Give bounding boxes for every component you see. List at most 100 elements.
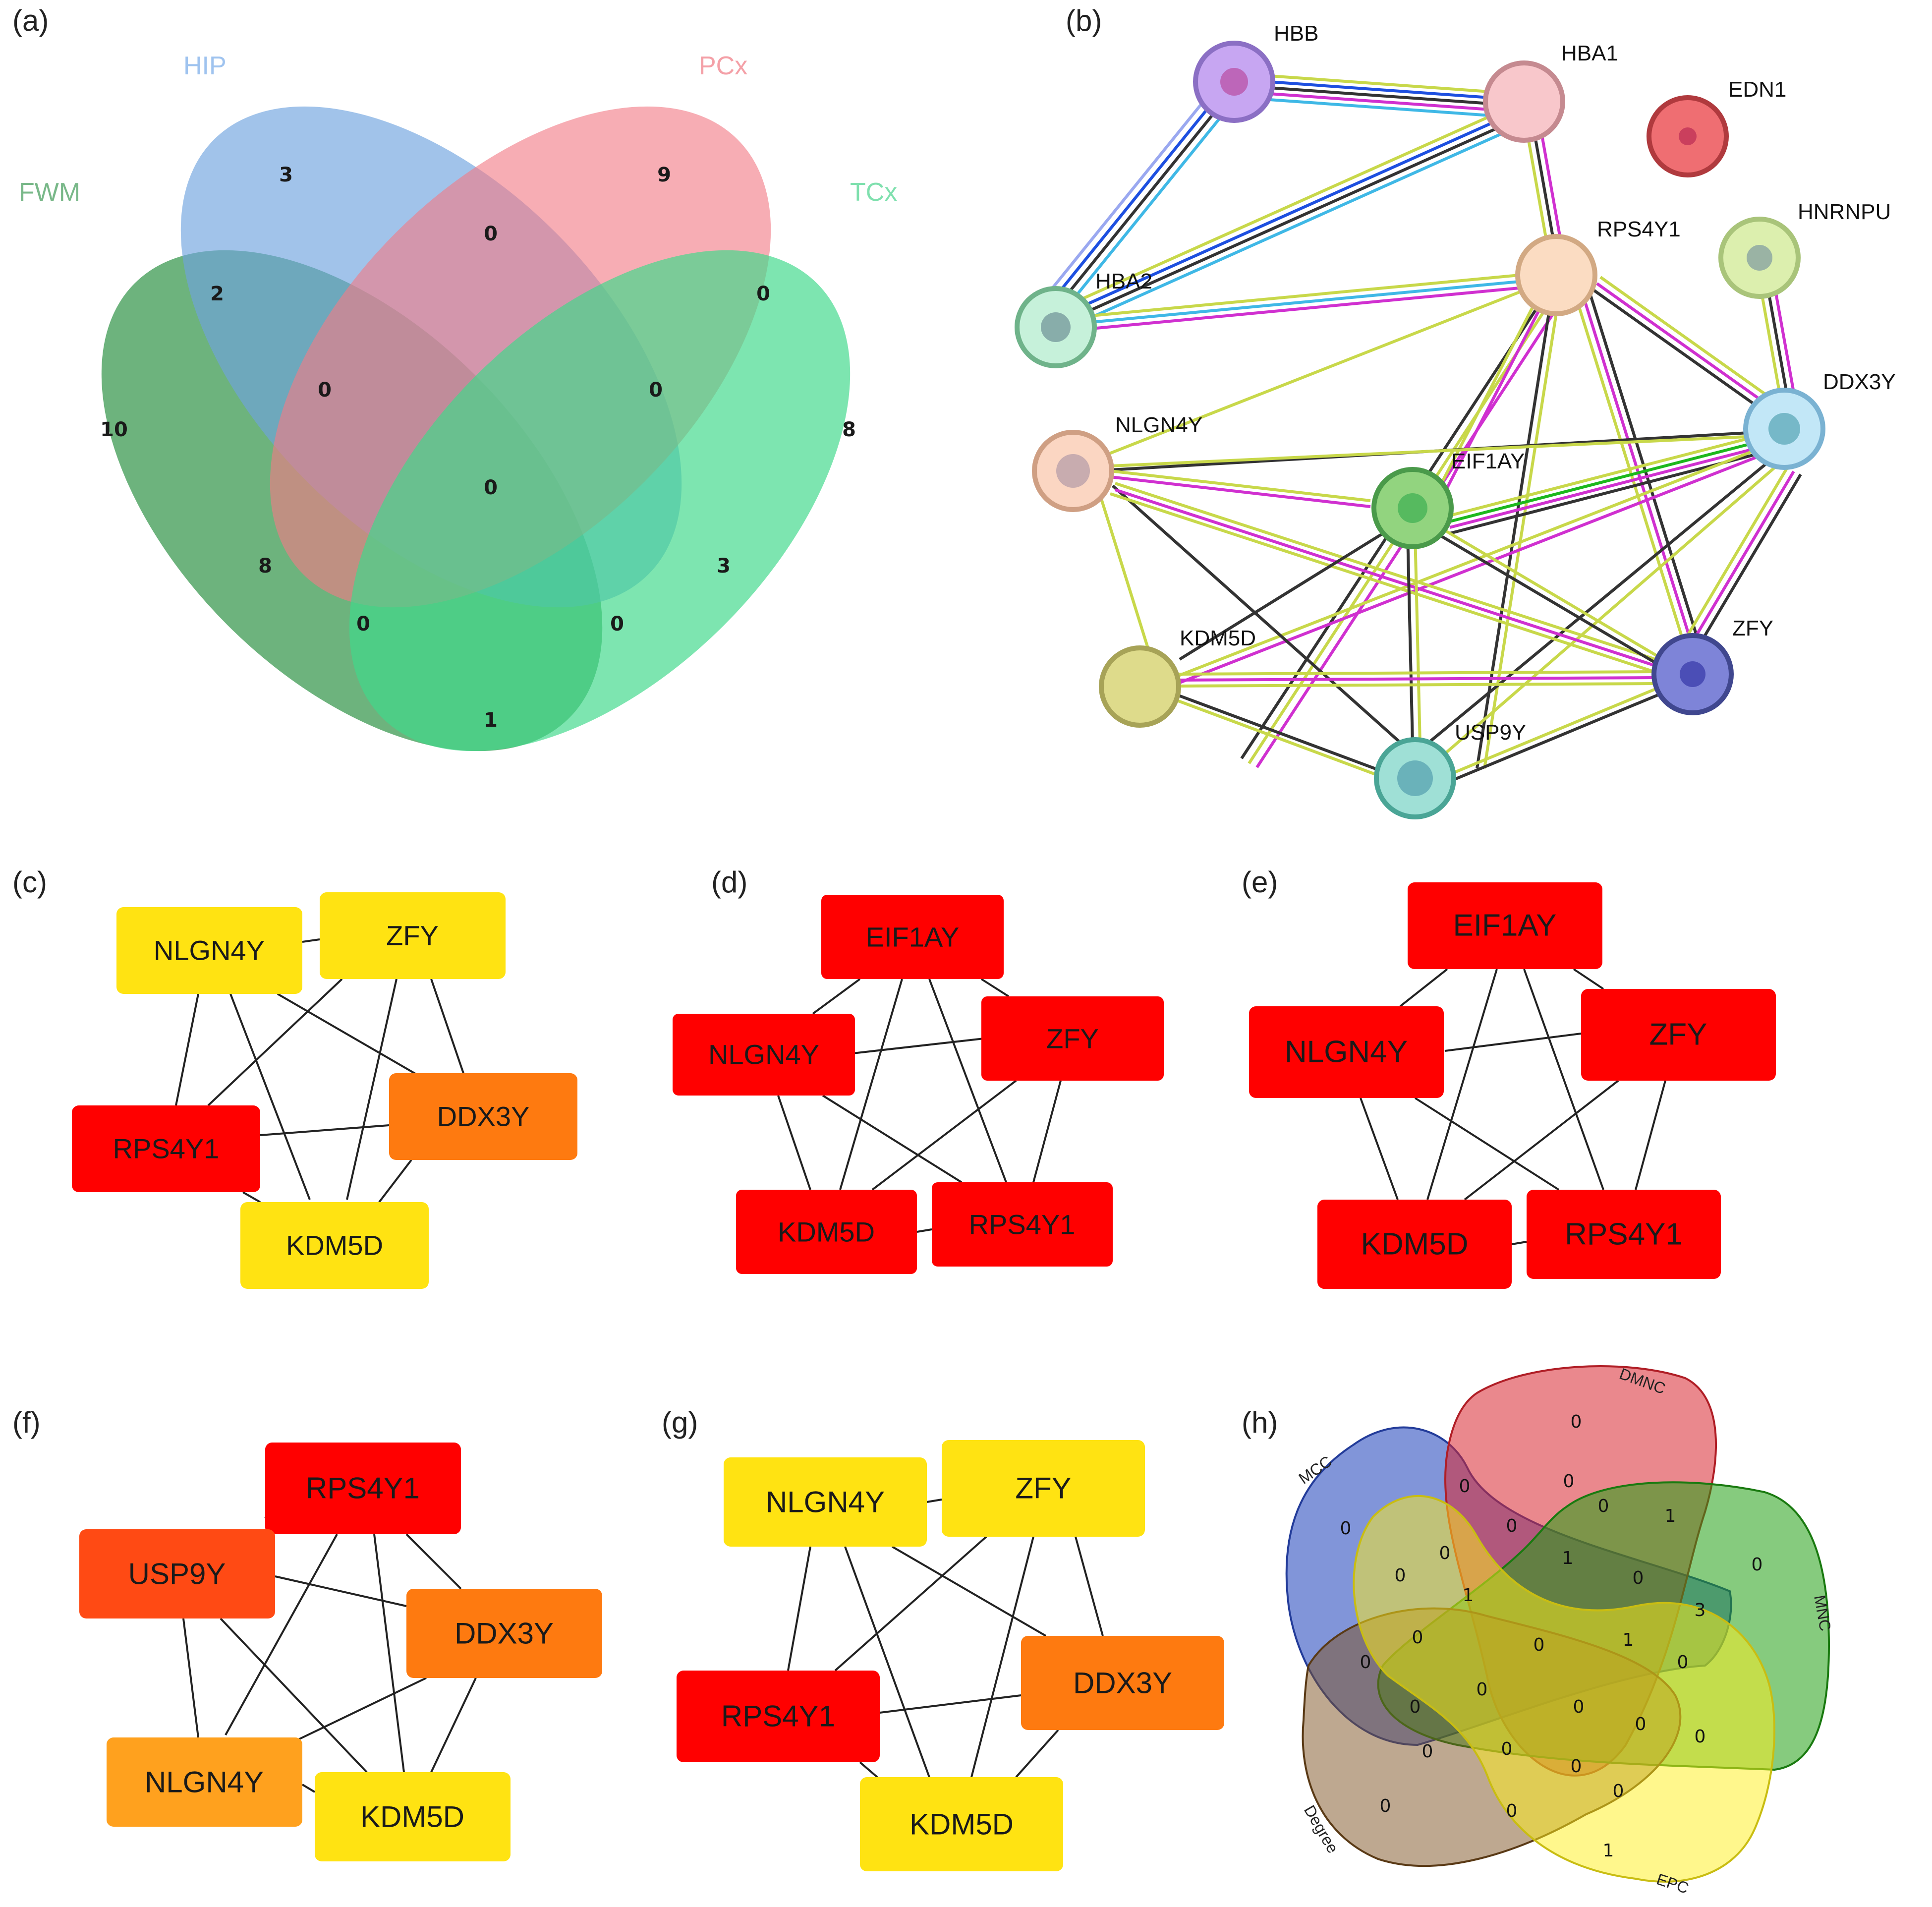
- venn-count: 0: [1340, 1518, 1352, 1539]
- panel-e-edges: [1360, 968, 1666, 1245]
- node-box[interactable]: DDX3Y: [389, 1073, 577, 1160]
- node-eif1ay[interactable]: EIF1AY: [1371, 449, 1525, 549]
- node-box-label: RPS4Y1: [969, 1209, 1076, 1240]
- node-box-label: NLGN4Y: [145, 1766, 264, 1799]
- node-box[interactable]: KDM5D: [315, 1772, 511, 1861]
- venn-count: 0: [1633, 1568, 1644, 1588]
- node-hnrnpu[interactable]: HNRNPU: [1718, 200, 1891, 299]
- node-label: HBA1: [1561, 41, 1618, 65]
- venn-count: 2: [210, 283, 224, 305]
- node-box[interactable]: RPS4Y1: [1527, 1190, 1721, 1279]
- venn-count: 1: [1623, 1630, 1634, 1650]
- node-box[interactable]: RPS4Y1: [932, 1182, 1113, 1267]
- node-box[interactable]: NLGN4Y: [107, 1737, 302, 1827]
- node-zfy[interactable]: ZFY: [1651, 616, 1773, 715]
- node-box-label: DDX3Y: [437, 1101, 530, 1132]
- edge-hnrnpu-ddx3y: [1761, 292, 1795, 392]
- venn-count: 10: [100, 418, 128, 441]
- node-box[interactable]: DDX3Y: [406, 1589, 602, 1678]
- panel-c-label: (c): [12, 866, 47, 899]
- node-box-label: EIF1AY: [866, 922, 960, 953]
- panel-a-label: (a): [12, 4, 49, 37]
- node-box[interactable]: DDX3Y: [1021, 1636, 1224, 1730]
- node-box[interactable]: KDM5D: [240, 1202, 429, 1289]
- node-box[interactable]: RPS4Y1: [265, 1443, 461, 1534]
- edge-hbb-hba2: [1039, 93, 1229, 318]
- panel-a: (a) HIP PCx FWM TCx 3 9 0 2 0 10 0 0 8 0…: [12, 4, 897, 751]
- venn-count: 1: [1665, 1506, 1676, 1526]
- node-box-label: RPS4Y1: [721, 1700, 835, 1733]
- panel-e-label: (e): [1242, 866, 1278, 899]
- panel-e: (e) EIF1AY NLGN4Y ZFY: [1242, 866, 1776, 1289]
- node-box[interactable]: NLGN4Y: [1249, 1006, 1444, 1098]
- panel-g: (g) NLGN4Y ZFY RPS4Y1: [662, 1406, 1224, 1871]
- venn-count: 0: [1571, 1756, 1582, 1777]
- node-label: ZFY: [1732, 616, 1773, 640]
- node-box[interactable]: NLGN4Y: [116, 907, 302, 994]
- node-label: EIF1AY: [1451, 449, 1525, 473]
- node-hba2[interactable]: HBA2: [1015, 269, 1152, 368]
- node-box-label: RPS4Y1: [1565, 1217, 1683, 1252]
- node-label: HBB: [1274, 21, 1318, 46]
- node-box[interactable]: EIF1AY: [821, 895, 1004, 979]
- venn-count: 0: [1571, 1412, 1582, 1432]
- venn-count: 0: [1598, 1496, 1609, 1516]
- venn-count: 0: [1573, 1697, 1585, 1717]
- node-box-label: NLGN4Y: [1285, 1035, 1408, 1069]
- node-rps4y1[interactable]: RPS4Y1: [1515, 217, 1681, 316]
- venn-count: 3: [1695, 1600, 1706, 1620]
- venn-count: 0: [1412, 1627, 1423, 1648]
- venn-counts-a: 3 9 0 2 0 10 0 0 8 0 8 3 0 0 1: [100, 164, 856, 732]
- node-nlgn4y[interactable]: NLGN4Y: [1032, 413, 1202, 512]
- node-hbb[interactable]: HBB: [1193, 21, 1318, 123]
- edge-hba2-rps4y1: [1075, 274, 1520, 332]
- venn-count: 0: [1477, 1679, 1488, 1700]
- edge-hba1-hba2: [1062, 105, 1520, 328]
- node-box[interactable]: KDM5D: [1317, 1200, 1512, 1289]
- venn-count: 9: [657, 164, 671, 186]
- node-ddx3y[interactable]: DDX3Y: [1743, 370, 1896, 470]
- node-box-label: DDX3Y: [455, 1617, 554, 1650]
- node-edn1[interactable]: EDN1: [1647, 77, 1786, 177]
- node-box[interactable]: KDM5D: [860, 1777, 1063, 1871]
- panel-f: (f) RPS4Y1 USP9Y DDX3Y: [12, 1406, 602, 1861]
- node-box[interactable]: KDM5D: [736, 1190, 917, 1274]
- node-box[interactable]: RPS4Y1: [72, 1105, 260, 1192]
- edge-hbb-hba1: [1235, 72, 1525, 119]
- node-label: RPS4Y1: [1597, 217, 1681, 241]
- node-kdm5d[interactable]: KDM5D: [1099, 626, 1256, 728]
- node-box[interactable]: USP9Y: [79, 1529, 275, 1618]
- node-box-label: RPS4Y1: [306, 1472, 420, 1505]
- panel-d-label: (d): [711, 866, 747, 899]
- venn-count: 8: [842, 418, 856, 441]
- venn-count: 0: [1506, 1801, 1518, 1821]
- panel-e-boxes: EIF1AY NLGN4Y ZFY KDM5D RPS4Y1: [1249, 882, 1776, 1289]
- string-nodes: HBB HBA1 EDN1 HBA2 RPS4Y1: [1015, 21, 1896, 819]
- venn-count: 0: [484, 476, 498, 499]
- node-box[interactable]: ZFY: [981, 996, 1164, 1081]
- node-label: EDN1: [1728, 77, 1786, 102]
- venn-count: 0: [1563, 1471, 1575, 1492]
- panel-g-label: (g): [662, 1406, 698, 1439]
- node-box[interactable]: RPS4Y1: [677, 1671, 880, 1762]
- node-box-label: KDM5D: [1361, 1227, 1468, 1262]
- node-box[interactable]: ZFY: [942, 1440, 1145, 1537]
- venn-count: 0: [1635, 1714, 1647, 1734]
- node-box-label: ZFY: [386, 920, 439, 951]
- node-hba1[interactable]: HBA1: [1483, 41, 1618, 143]
- node-box[interactable]: EIF1AY: [1408, 882, 1602, 969]
- venn-label-tcx: TCx: [850, 178, 897, 207]
- node-label: KDM5D: [1180, 626, 1256, 650]
- venn-set-epc: [1353, 1495, 1775, 1883]
- venn-count: 1: [1562, 1548, 1574, 1568]
- node-usp9y[interactable]: USP9Y: [1374, 720, 1526, 819]
- node-box[interactable]: NLGN4Y: [724, 1457, 927, 1547]
- node-box[interactable]: ZFY: [1581, 989, 1776, 1081]
- edge-hba1-rps4y1: [1525, 126, 1562, 241]
- node-box-label: NLGN4Y: [708, 1039, 819, 1070]
- venn-count: 0: [1677, 1652, 1689, 1673]
- node-box-label: USP9Y: [128, 1558, 226, 1591]
- node-box[interactable]: NLGN4Y: [673, 1014, 855, 1096]
- node-box[interactable]: ZFY: [320, 892, 506, 979]
